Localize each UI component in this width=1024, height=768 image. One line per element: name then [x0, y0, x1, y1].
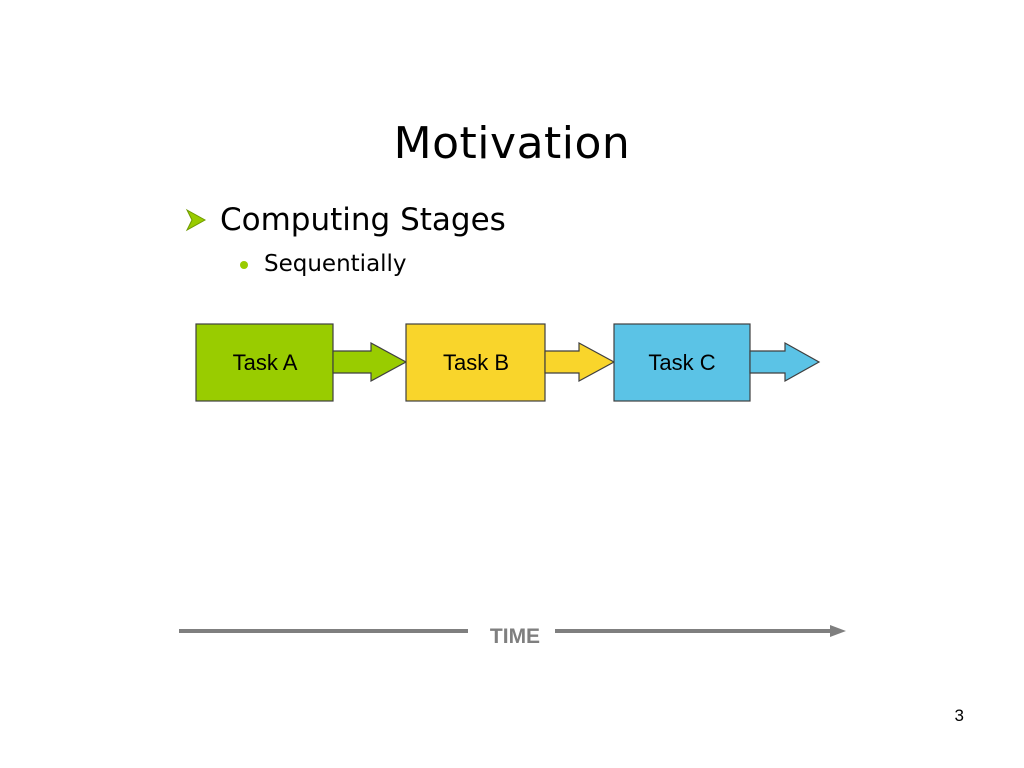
page-number: 3 — [954, 706, 964, 725]
bullet-sequentially: Sequentially — [240, 251, 407, 277]
dot-bullet-icon — [240, 261, 248, 269]
task-b-label: Task B — [443, 350, 509, 375]
arrowhead-bullet-icon — [185, 208, 207, 232]
task-a-box — [195, 323, 334, 402]
bullet-computing-stages: Computing Stages — [184, 202, 506, 238]
timeline-label: TIME — [490, 625, 540, 648]
task-b-box — [405, 323, 546, 402]
bullet-text: Computing Stages — [220, 202, 506, 238]
task-b-arrow — [544, 341, 616, 383]
task-c-arrow — [749, 341, 821, 383]
task-c-box — [613, 323, 751, 402]
task-a-arrow — [332, 341, 408, 383]
bullet-text: Sequentially — [264, 251, 407, 277]
task-a-label: Task A — [233, 350, 298, 375]
slide-title: Motivation — [393, 118, 631, 169]
task-c-label: Task C — [648, 350, 715, 375]
timeline-arrowhead-icon — [830, 625, 846, 637]
